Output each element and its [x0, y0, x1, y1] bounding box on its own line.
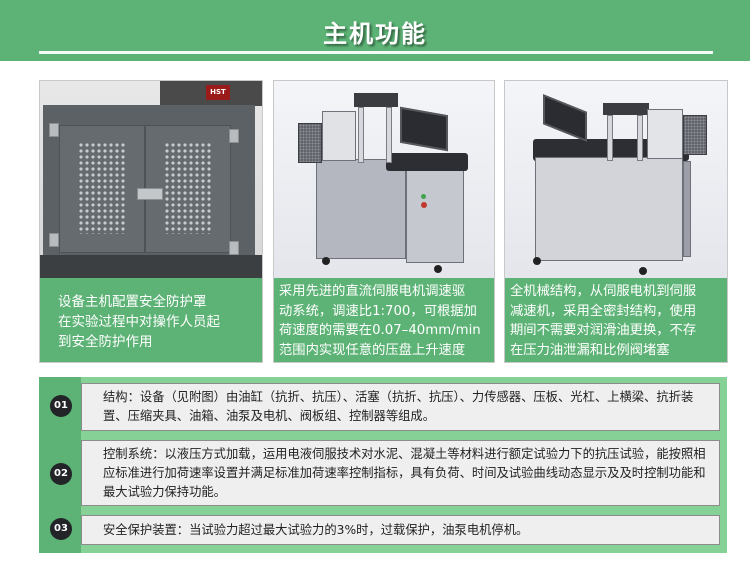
feature-item-structure: 结构：设备（见附图）由油缸（抗折、抗压）、活塞（抗折、抗压）、力传感器、压板、光…	[81, 383, 720, 431]
upper-crossbeam	[603, 103, 649, 115]
caster-wheel	[533, 257, 541, 265]
feature-number-badge: 01	[50, 395, 72, 417]
stop-indicator	[421, 202, 427, 208]
caption-line: 全机械结构，从伺服电机到伺服	[510, 284, 697, 299]
monitor-screen	[400, 106, 448, 152]
caption-line: 动系统，调速比1:700，可根据加	[279, 303, 477, 319]
feature-card-protective-cover: HST 设备主机配置安全防护罩 在实验过程中对操作人员起 到安全防护作用	[39, 80, 263, 363]
feature-number-badge: 02	[50, 463, 72, 485]
card-caption: 全机械结构，从伺服电机到伺服 减速机，采用全密封结构，使用 期间不需要对润滑油更…	[505, 278, 727, 362]
brand-logo: HST	[206, 85, 230, 100]
machine-side-cabinet	[406, 163, 464, 263]
flexural-frame	[647, 109, 683, 159]
caster-wheel	[639, 267, 647, 275]
press-column	[637, 115, 643, 161]
machine-model-front-image	[274, 81, 494, 278]
caption-line: 在压力油泄漏和比例阀堵塞	[510, 342, 670, 358]
machine-model-back-image	[505, 81, 727, 278]
machine-cabinet	[316, 159, 406, 259]
machine-cabinet	[535, 157, 683, 261]
hinge-icon	[229, 241, 239, 255]
section-title: 主机功能	[323, 20, 427, 48]
monitor-screen	[543, 94, 587, 142]
press-column	[358, 107, 364, 163]
feature-text: 结构：设备（见附图）由油缸（抗折、抗压）、活塞（抗折、抗压）、力传感器、压板、光…	[103, 390, 694, 423]
section-header: 主机功能	[0, 0, 750, 61]
door-latch	[137, 188, 163, 200]
feature-text: 控制系统：以液压方式加载，运用电液伺服技术对水泥、混凝土等材料进行额定试验力下的…	[103, 446, 706, 499]
press-column	[607, 115, 613, 161]
cabinet-door-right	[145, 125, 231, 253]
caster-wheel	[434, 265, 442, 273]
cabinet-frame	[43, 105, 255, 255]
feature-card-servo-drive: 采用先进的直流伺服电机调速驱 动系统，调速比1:700，可根据加 荷速度的需要在…	[273, 80, 495, 363]
caption-line: 期间不需要对润滑油更换，不存	[510, 323, 697, 338]
cabinet-base	[40, 255, 262, 278]
power-indicator	[421, 194, 426, 199]
caption-line: 范围内实现任意的压盘上升速度	[279, 342, 466, 358]
card-caption: 采用先进的直流伺服电机调速驱 动系统，调速比1:700，可根据加 荷速度的需要在…	[274, 278, 494, 362]
open-side-door	[298, 123, 322, 163]
header-divider	[39, 51, 713, 54]
caption-line: 设备主机配置安全防护罩	[58, 294, 207, 310]
feature-card-sealed-structure: 全机械结构，从伺服电机到伺服 减速机，采用全密封结构，使用 期间不需要对润滑油更…	[504, 80, 728, 363]
feature-number-badge: 03	[50, 518, 72, 540]
feature-text: 安全保护装置：当试验力超过最大试验力的3%时，过载保护，油泵电机停机。	[103, 522, 529, 537]
caption-line: 荷速度的需要在0.07–40mm/min	[279, 323, 481, 338]
hinge-icon	[49, 233, 59, 247]
feature-item-control-system: 控制系统：以液压方式加载，运用电液伺服技术对水泥、混凝土等材料进行额定试验力下的…	[81, 440, 720, 506]
press-column	[386, 107, 392, 163]
hinge-icon	[229, 129, 239, 143]
caster-wheel	[322, 257, 330, 265]
feature-item-safety-protection: 安全保护装置：当试验力超过最大试验力的3%时，过载保护，油泵电机停机。	[81, 515, 720, 545]
machine-worktop	[386, 153, 468, 171]
cabinet-door-left	[59, 125, 145, 253]
protective-cover-photo: HST	[40, 81, 262, 278]
open-side-door	[683, 115, 707, 155]
flexural-frame	[322, 111, 356, 161]
upper-crossbeam	[354, 93, 398, 107]
card-caption: 设备主机配置安全防护罩 在实验过程中对操作人员起 到安全防护作用	[40, 278, 262, 362]
machine-side-panel	[683, 161, 691, 257]
caption-line: 减速机，采用全密封结构，使用	[510, 303, 697, 319]
caption-line: 在实验过程中对操作人员起	[58, 314, 220, 330]
caption-line: 到安全防护作用	[58, 334, 153, 350]
caption-line: 采用先进的直流伺服电机调速驱	[279, 284, 466, 299]
hinge-icon	[49, 123, 59, 137]
